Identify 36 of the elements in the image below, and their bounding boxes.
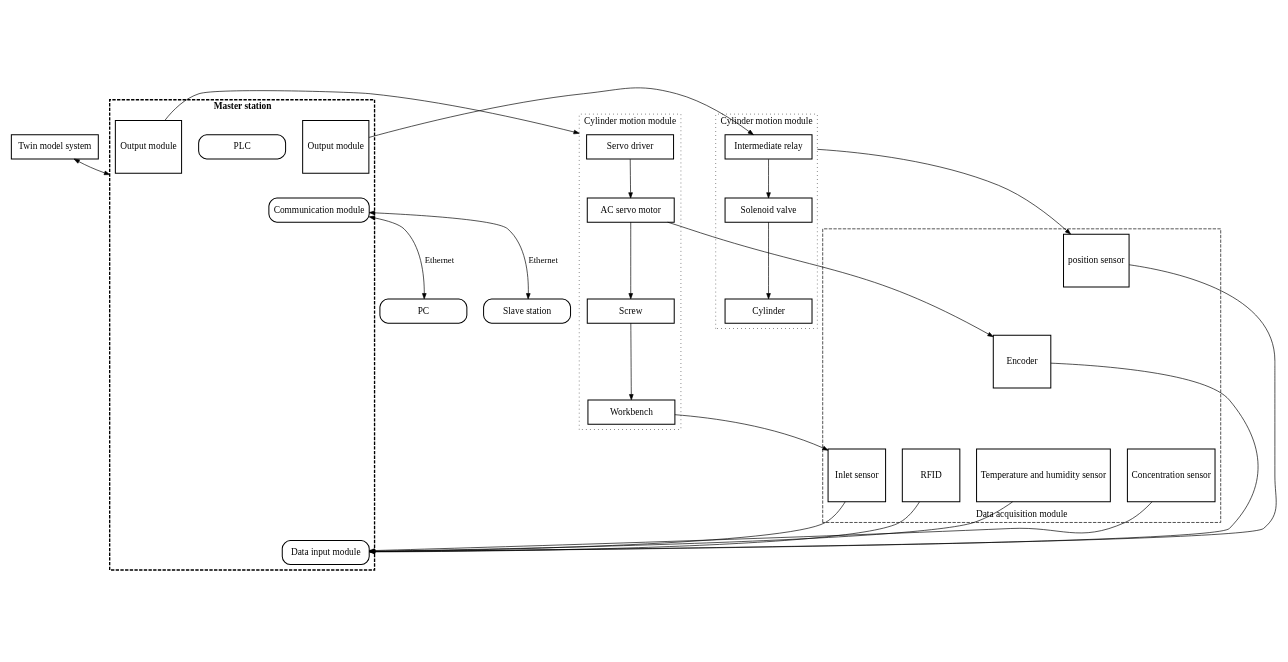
node-box: Output module (302, 119, 370, 174)
node-box: Intermediate relay (724, 133, 813, 159)
node-box: Communication module (268, 197, 370, 223)
edge-label: Ethernet (528, 254, 558, 265)
node-box: Data input module (281, 539, 370, 565)
arrow (164, 89, 580, 134)
arrow (368, 215, 427, 299)
arrow (674, 413, 829, 451)
node-box: position sensor (1063, 233, 1130, 288)
arrow (766, 221, 771, 299)
arrow (628, 221, 633, 299)
arrow (667, 221, 994, 337)
arrow (766, 158, 771, 198)
node-box: Twin model system (10, 133, 99, 159)
arrow (629, 322, 634, 400)
node-box: Screw (586, 298, 675, 324)
node-box: Inlet sensor (827, 447, 887, 502)
arrow (368, 87, 754, 138)
node-box: Workbench (587, 399, 676, 425)
node-box: Output module (114, 119, 183, 174)
node-box: Cylinder (724, 298, 813, 324)
edge-label: Ethernet (424, 254, 455, 265)
arrow (73, 158, 110, 175)
node-box: PC (379, 298, 468, 324)
arrow (368, 210, 531, 299)
node-box: Encoder (992, 334, 1052, 389)
arrow (628, 158, 633, 198)
node-box: AC servo motor (586, 197, 675, 223)
node-box: Temperature and humidity sensor (976, 447, 1111, 502)
arrow (817, 148, 1071, 234)
node-box: PLC (198, 133, 287, 159)
node-box: Concentration sensor (1126, 447, 1216, 502)
node-box: Servo driver (586, 133, 675, 159)
node-box: Solenoid valve (724, 197, 813, 223)
node-box: RFID (901, 447, 961, 502)
node-box: Slave station (483, 298, 572, 324)
